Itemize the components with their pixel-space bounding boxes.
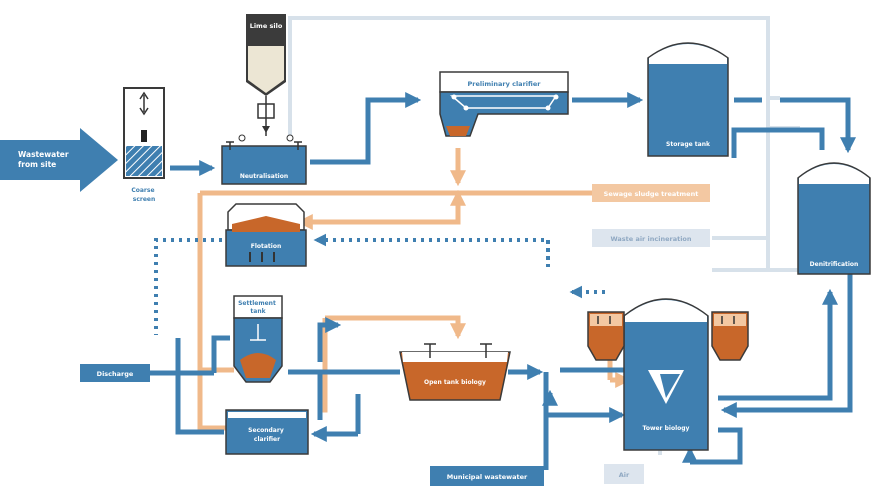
gas-lines: [154, 233, 605, 335]
sewage-sludge-treatment-label: Sewage sludge treatment: [604, 190, 699, 198]
secondary-clarifier: Secondary clarifier: [225, 409, 309, 455]
settlement-tank-label: Settlement tank: [238, 300, 278, 315]
coarse-screen: Coarse screen: [123, 87, 165, 203]
neutralisation-label: Neutralisation: [240, 173, 288, 180]
tower-biology: Tower biology: [623, 298, 709, 451]
denitrification-label: Denitrification: [810, 261, 859, 268]
secondary-clarifier-label: Secondary clarifier: [248, 427, 286, 443]
open-tank-biology-label: Open tank biology: [424, 379, 486, 386]
coarse-screen-label: Coarse screen: [131, 187, 156, 203]
lime-silo-label: Lime silo: [250, 22, 283, 30]
tower-side-unit-right: [711, 311, 749, 361]
tower-biology-label: Tower biology: [643, 425, 690, 432]
preliminary-clarifier: Preliminary clarifier: [439, 71, 569, 137]
flotation-unit: Flotation: [225, 203, 307, 267]
waste-air-incineration-label: Waste air incineration: [610, 235, 691, 243]
tower-side-unit-left: [587, 311, 625, 361]
storage-tank-label: Storage tank: [666, 141, 711, 148]
wastewater-inlet-arrow: Wastewater from site: [0, 128, 118, 192]
sewage-sludge-treatment-box: Sewage sludge treatment: [592, 184, 710, 202]
air-label: Air: [619, 471, 630, 479]
denitrification-tank: Denitrification: [797, 162, 871, 275]
flotation-label: Flotation: [251, 243, 282, 250]
settlement-tank: Settlement tank: [233, 295, 283, 383]
municipal-wastewater-label: Municipal wastewater: [447, 473, 528, 481]
preliminary-clarifier-label: Preliminary clarifier: [468, 80, 542, 88]
water-lines: [150, 91, 857, 470]
wastewater-from-site-label: Wastewater from site: [18, 150, 71, 169]
municipal-wastewater-box: Municipal wastewater: [430, 466, 544, 486]
air-box: Air: [604, 464, 644, 484]
storage-tank: Storage tank: [647, 42, 729, 157]
waste-air-incineration-box: Waste air incineration: [592, 229, 710, 247]
discharge-box: Discharge: [80, 364, 150, 382]
neutralisation-tank: Neutralisation: [221, 134, 307, 185]
discharge-label: Discharge: [97, 370, 134, 378]
open-tank-biology: Open tank biology: [399, 343, 511, 401]
lime-silo: Lime silo: [246, 14, 286, 136]
